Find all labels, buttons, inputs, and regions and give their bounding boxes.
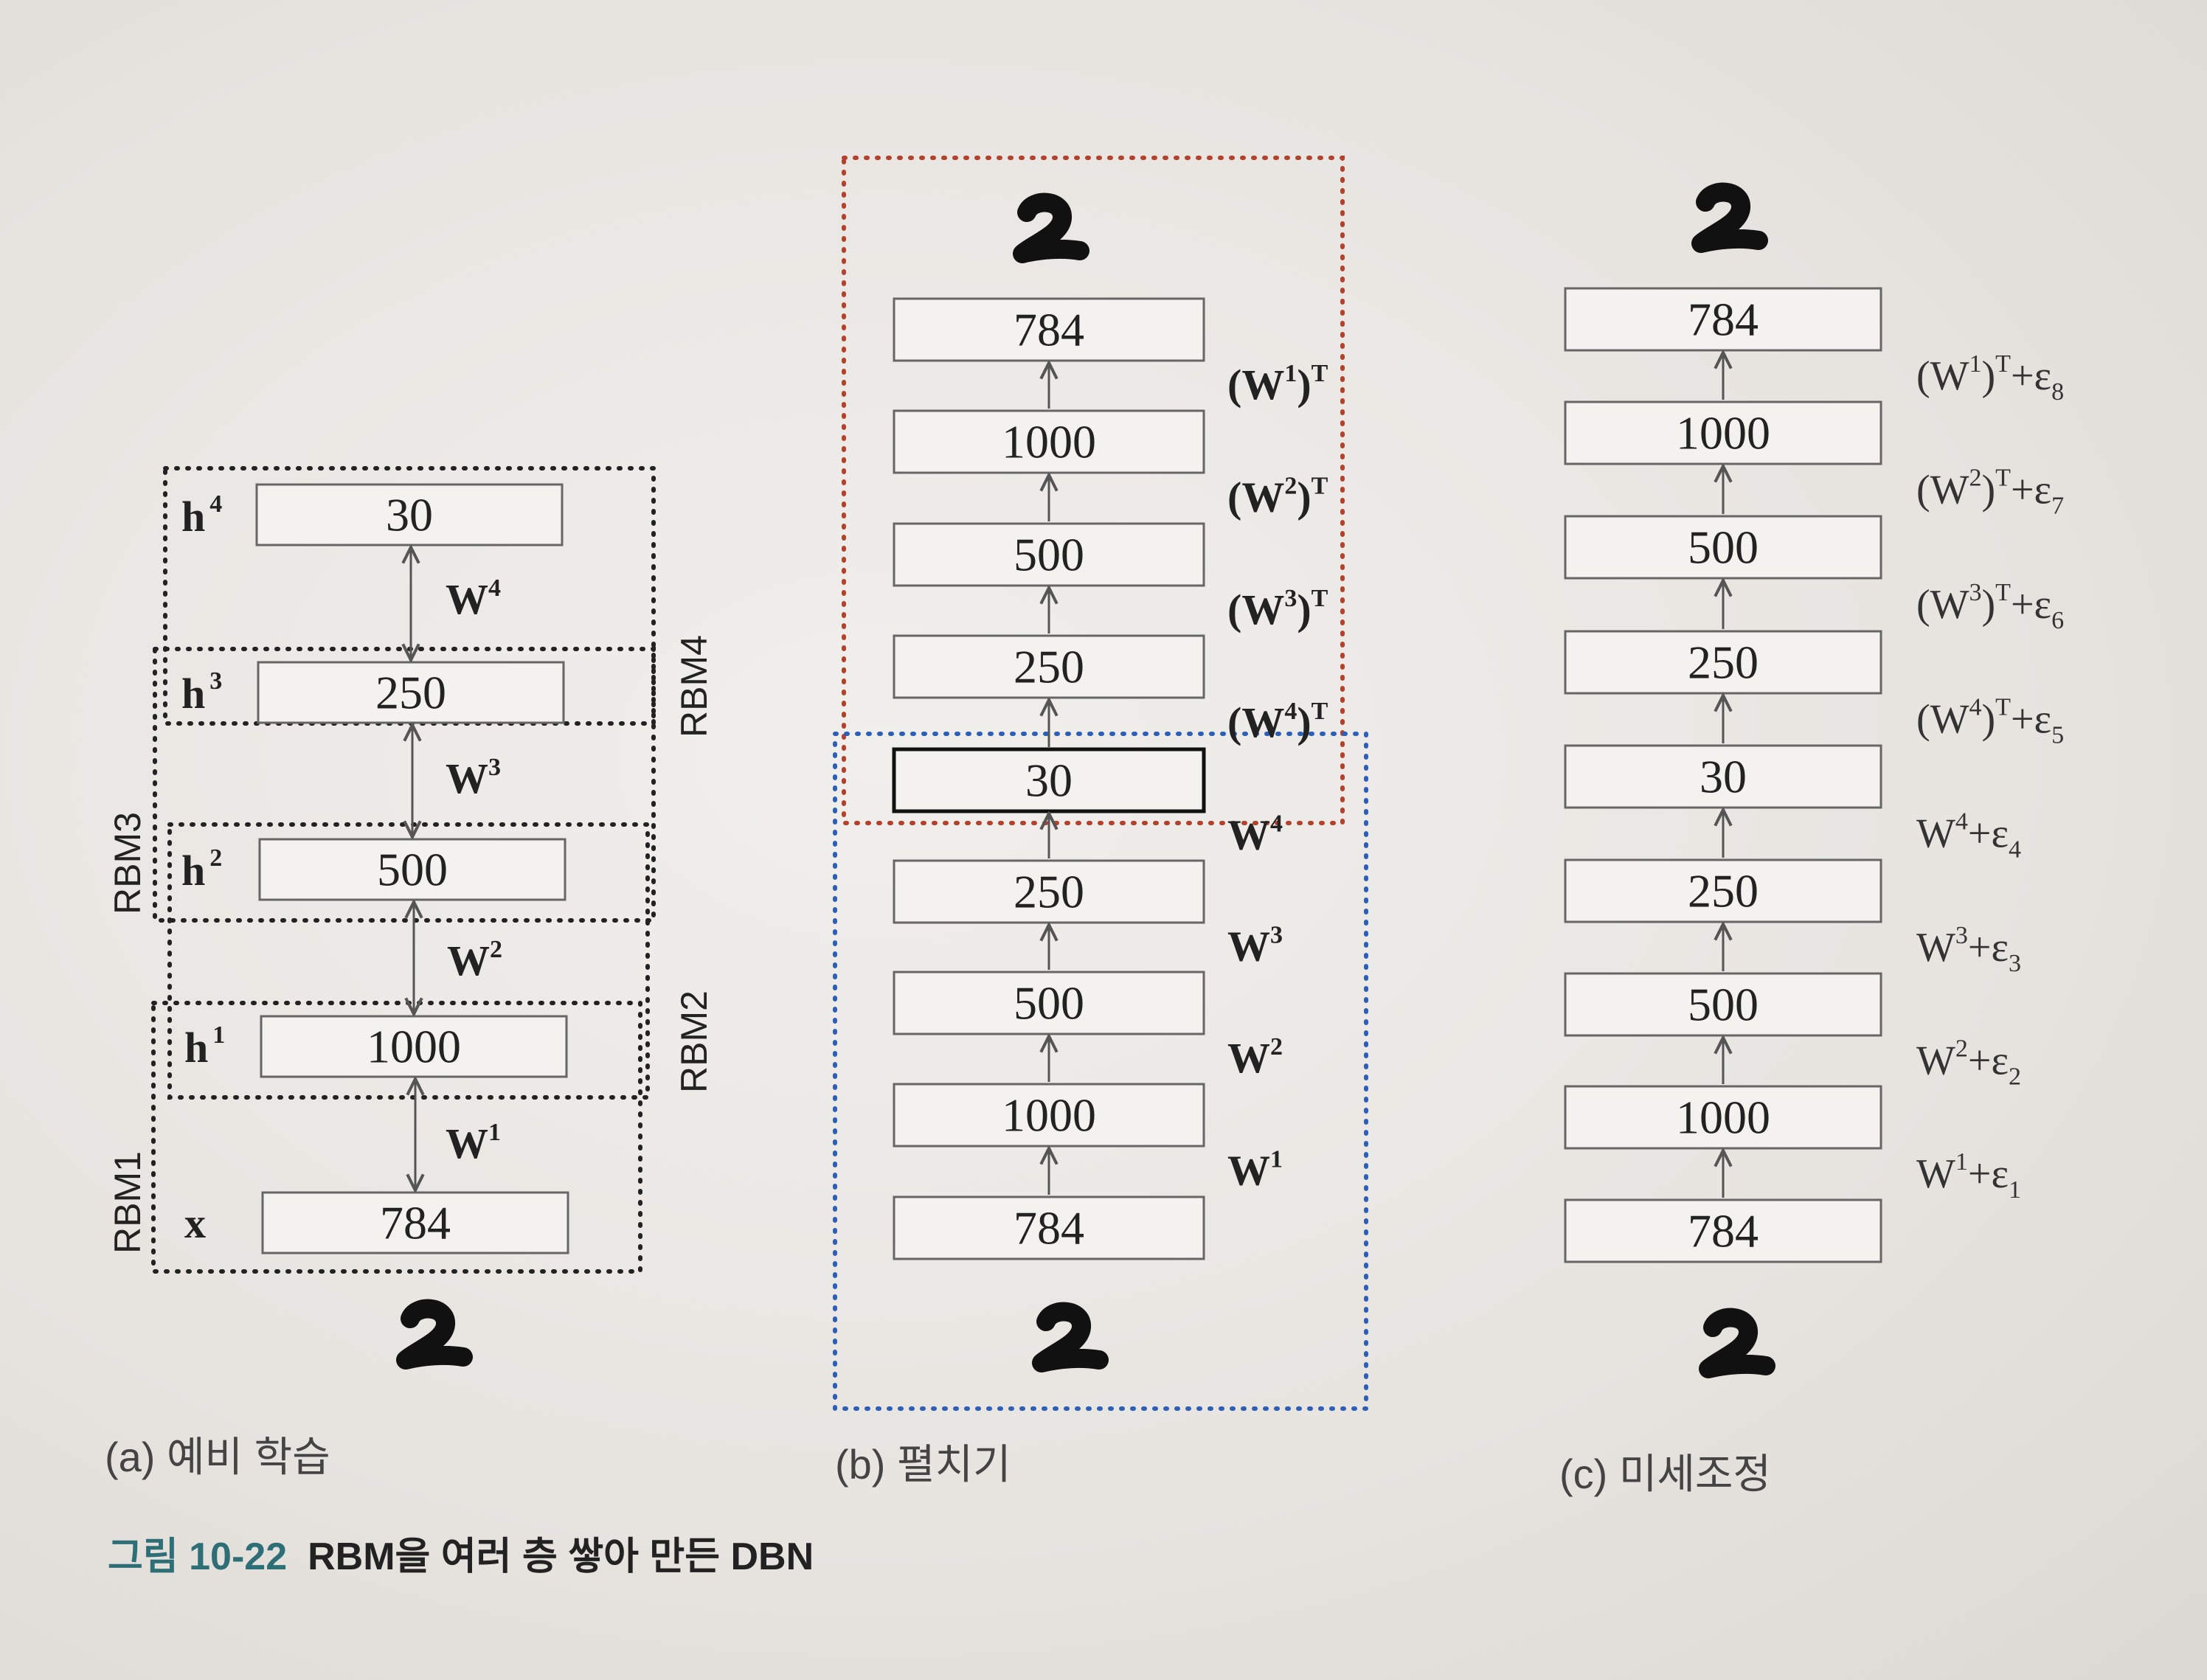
- c-layer-value-0: 784: [1688, 294, 1759, 346]
- a-layer-h2-value: 500: [377, 844, 448, 896]
- a-layer-h4-value: 30: [386, 489, 433, 541]
- b-weight-label-1: (W2)T: [1227, 473, 1328, 521]
- b-layer-value-0: 784: [1014, 304, 1084, 356]
- c-weight-label-4: W4+ε4: [1916, 808, 2021, 864]
- c-digit-bottom-image: [1708, 1318, 1766, 1369]
- a-weight-w3: W3: [446, 754, 501, 802]
- b-layer-value-7: 1000: [1002, 1089, 1096, 1142]
- a-weight-w1: W1: [446, 1119, 501, 1167]
- b-weight-label-7: W1: [1227, 1146, 1283, 1195]
- b-layer-value-6: 500: [1014, 977, 1084, 1030]
- c-layer-value-1: 1000: [1676, 407, 1770, 459]
- b-weight-label-5: W3: [1227, 922, 1283, 971]
- rbm1-label: RBM1: [107, 1151, 148, 1254]
- c-layer-value-4: 30: [1700, 751, 1747, 803]
- c-layer-value-8: 784: [1688, 1205, 1759, 1257]
- a-weight-w2: W2: [447, 936, 502, 985]
- c-weight-label-2: (W3)T+ε6: [1916, 579, 2064, 634]
- c-layer-value-2: 500: [1688, 521, 1759, 574]
- rbm4-label: RBM4: [673, 635, 715, 737]
- b-layer-value-4: 30: [1025, 754, 1073, 807]
- a-digit-image: [406, 1309, 463, 1360]
- c-caption: (c) 미세조정: [1559, 1451, 1771, 1497]
- c-layer-value-7: 1000: [1676, 1091, 1770, 1144]
- b-layer-value-8: 784: [1014, 1202, 1084, 1254]
- a-weight-w4: W4: [446, 575, 501, 623]
- a-label-x: x: [184, 1199, 206, 1247]
- a-layer-x-value: 784: [380, 1197, 451, 1249]
- b-layer-value-5: 250: [1014, 866, 1084, 918]
- c-weight-label-5: W3+ε3: [1916, 922, 2021, 977]
- c-weight-label-0: (W1)T+ε8: [1916, 350, 2064, 406]
- b-weight-label-2: (W3)T: [1227, 585, 1328, 634]
- figure-title: RBM을 여러 층 쌓아 만든 DBN: [308, 1535, 814, 1578]
- c-weight-label-6: W2+ε2: [1916, 1035, 2021, 1091]
- b-weight-label-6: W2: [1227, 1033, 1283, 1082]
- a-caption: (a) 예비 학습: [105, 1434, 330, 1480]
- b-digit-top-image: [1022, 203, 1080, 254]
- c-digit-top-image: [1701, 192, 1759, 243]
- c-layer-value-6: 500: [1688, 979, 1759, 1031]
- rbm2-label: RBM2: [673, 990, 715, 1093]
- figure-number: 그림 10-22: [108, 1535, 287, 1578]
- b-layer-value-2: 500: [1014, 529, 1084, 581]
- b-digit-bottom-image: [1042, 1312, 1099, 1363]
- c-weight-label-3: (W4)T+ε5: [1916, 694, 2064, 749]
- b-layer-value-3: 250: [1014, 641, 1084, 693]
- a-layer-h1-value: 1000: [367, 1021, 461, 1073]
- b-encoder-outline: [835, 734, 1366, 1409]
- rbm3-label: RBM3: [107, 812, 148, 914]
- panel-c: 784 (W1)T+ε8 1000 (W2)T+ε7 500 (W3)T+ε6 250 (W4…: [1559, 192, 2064, 1497]
- a-layer-h3-value: 250: [375, 667, 446, 719]
- b-weight-label-4: W4: [1227, 811, 1283, 859]
- c-weight-label-1: (W2)T+ε7: [1916, 465, 2064, 520]
- figure-caption: 그림 10-22 RBM을 여러 층 쌓아 만든 DBN: [108, 1535, 814, 1578]
- b-caption: (b) 펼치기: [835, 1441, 1011, 1488]
- c-weight-label-7: W1+ε1: [1916, 1148, 2021, 1204]
- c-layer-value-3: 250: [1688, 636, 1759, 689]
- b-weight-label-3: (W4)T: [1227, 698, 1328, 746]
- b-weight-label-0: (W1)T: [1227, 360, 1328, 409]
- c-layer-value-5: 250: [1688, 865, 1759, 917]
- b-layer-value-1: 1000: [1002, 416, 1096, 468]
